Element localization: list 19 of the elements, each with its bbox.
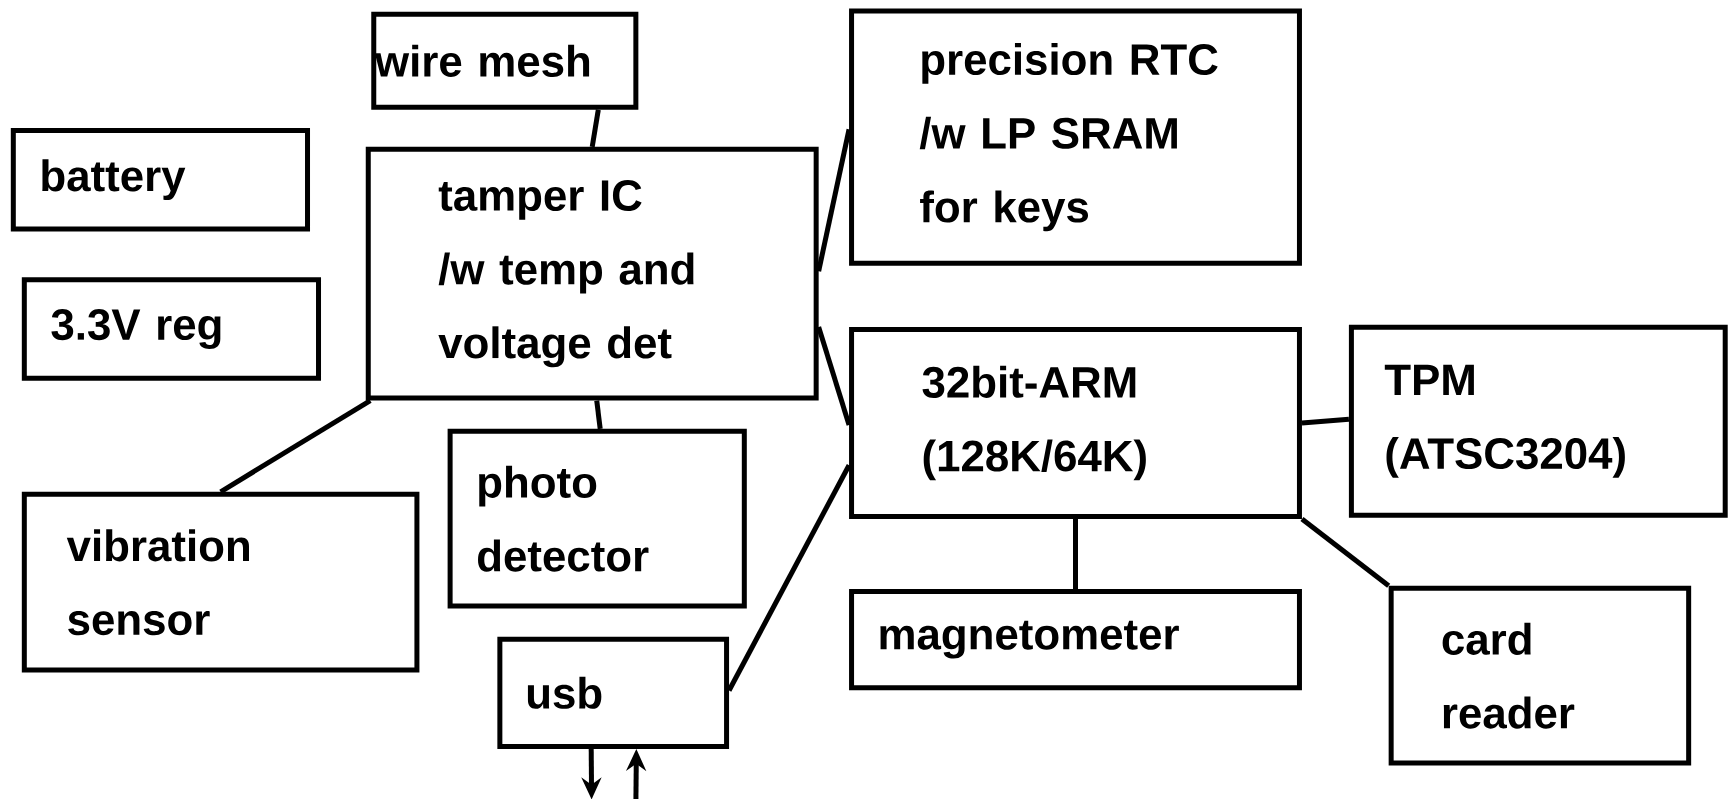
power-box: battery [10, 128, 310, 232]
module-box: 32bit-ARM (128K/64K) [849, 327, 1302, 519]
connector-line [589, 109, 601, 148]
sensor-box: magnetometer [849, 589, 1302, 691]
module-box: tamper IC /w temp and voltage det [365, 146, 819, 401]
module-box: TPM (ATSC3204) [1348, 324, 1728, 518]
port-box: usb [497, 636, 730, 749]
wire-box: wire mesh [371, 11, 639, 110]
sensor-box: photo detector [447, 428, 747, 609]
module-box: card reader [1388, 585, 1692, 766]
connector-line [1073, 518, 1078, 590]
connector-line [1300, 516, 1391, 588]
connector-line [1301, 416, 1350, 426]
sensor-box: vibration sensor [21, 491, 420, 673]
connector-line [219, 398, 372, 494]
connector-line [726, 464, 852, 692]
connector-line [594, 400, 603, 430]
power-box: 3.3V reg [21, 277, 321, 381]
module-box: precision RTC /w LP SRAM for keys [849, 8, 1302, 266]
